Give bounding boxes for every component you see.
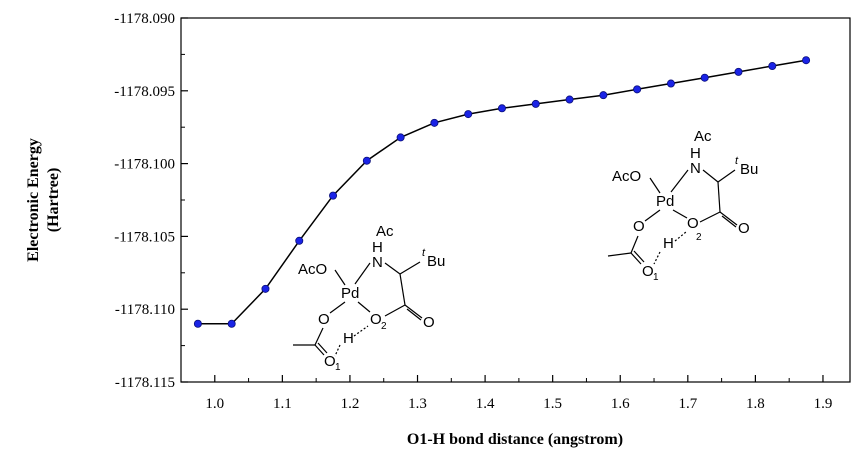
o2-sub-label: 2 bbox=[381, 321, 387, 332]
data-point bbox=[227, 319, 236, 328]
pd-label-2: Pd bbox=[656, 193, 674, 210]
o2-sub-label-2: 2 bbox=[696, 232, 702, 243]
aco-label-2: AcO bbox=[612, 168, 641, 185]
aco-label: AcO bbox=[298, 261, 327, 278]
structure-bonds bbox=[293, 261, 423, 357]
y-tick-label: -1178.110 bbox=[115, 302, 175, 318]
data-point bbox=[430, 118, 439, 127]
y-tick-label: -1178.100 bbox=[114, 157, 175, 173]
data-point bbox=[599, 91, 608, 100]
energy-series-line bbox=[197, 59, 807, 325]
y-axis-title-line1: Electronic Energy bbox=[25, 138, 42, 262]
o1-sub-label-2: 1 bbox=[653, 272, 659, 283]
n-label: N bbox=[372, 254, 383, 271]
data-point bbox=[464, 110, 473, 119]
ac-label: Ac bbox=[376, 223, 394, 240]
y-axis-title-line2: (Hartree) bbox=[45, 168, 62, 233]
y-axis-title: Electronic Energy (Hartree) bbox=[25, 138, 62, 262]
data-point bbox=[329, 191, 338, 200]
x-tick-label: 1.4 bbox=[476, 396, 495, 412]
o1-label-2: O bbox=[642, 263, 654, 280]
tbu-label-2: Bu bbox=[740, 161, 758, 178]
tbu-sup-label: t bbox=[422, 247, 426, 259]
x-tick-label: 1.2 bbox=[341, 396, 360, 412]
o2-label-2: O bbox=[687, 215, 699, 232]
plot-frame bbox=[180, 17, 851, 383]
o-label-2: O bbox=[633, 218, 645, 235]
x-tick-label: 1.6 bbox=[611, 396, 630, 412]
o1-label: O bbox=[324, 353, 336, 370]
data-point bbox=[295, 236, 304, 245]
o-carbonyl-label-2: O bbox=[738, 220, 750, 237]
energy-series-markers bbox=[193, 56, 811, 328]
x-axis-ticks: 1.0 1.1 1.2 1.3 1.4 1.5 1.6 1.7 1.8 1.9 bbox=[180, 375, 833, 412]
data-point bbox=[666, 79, 675, 88]
data-point bbox=[261, 284, 270, 293]
x-tick-label: 1.0 bbox=[205, 396, 224, 412]
ac-label-2: Ac bbox=[694, 128, 712, 145]
y-tick-label: -1178.095 bbox=[114, 84, 175, 100]
h-label: H bbox=[372, 239, 383, 256]
data-point bbox=[633, 85, 642, 94]
h-label-2: H bbox=[690, 145, 701, 162]
structure-lower-left: Ac H N t Bu AcO Pd O O 2 O H O 1 bbox=[293, 223, 445, 373]
structure-upper-right: Ac H N t Bu AcO Pd O O 2 O H O 1 bbox=[607, 128, 758, 283]
data-point bbox=[734, 67, 743, 76]
x-tick-label: 1.9 bbox=[814, 396, 833, 412]
data-point bbox=[565, 95, 574, 104]
tbu-label: Bu bbox=[427, 253, 445, 270]
x-tick-label: 1.3 bbox=[408, 396, 427, 412]
x-tick-label: 1.5 bbox=[543, 396, 562, 412]
data-point bbox=[700, 73, 709, 82]
y-tick-label: -1178.115 bbox=[115, 375, 175, 391]
data-point bbox=[362, 156, 371, 165]
x-tick-label: 1.1 bbox=[273, 396, 292, 412]
data-point bbox=[768, 62, 777, 71]
y-axis-ticks: -1178.090 -1178.095 -1178.100 -1178.105 -117… bbox=[114, 11, 188, 391]
y-tick-label: -1178.105 bbox=[114, 229, 175, 245]
h-bond-label-2: H bbox=[663, 235, 674, 252]
data-point bbox=[802, 56, 811, 65]
o2-label: O bbox=[370, 311, 382, 328]
data-point bbox=[193, 319, 202, 328]
x-axis-title: O1-H bond distance (angstrom) bbox=[407, 431, 623, 448]
structure-bonds-2 bbox=[607, 169, 738, 265]
o1-sub-label: 1 bbox=[335, 362, 341, 373]
data-point bbox=[396, 133, 405, 142]
h-bond-label: H bbox=[343, 330, 354, 347]
pd-label: Pd bbox=[341, 285, 359, 302]
n-label-2: N bbox=[690, 160, 701, 177]
o-label: O bbox=[318, 311, 330, 328]
data-point bbox=[531, 99, 540, 108]
y-tick-label: -1178.090 bbox=[114, 11, 175, 27]
x-tick-label: 1.7 bbox=[678, 396, 697, 412]
o-carbonyl-label: O bbox=[423, 314, 435, 331]
data-point bbox=[497, 104, 506, 113]
x-tick-label: 1.8 bbox=[746, 396, 765, 412]
tbu-sup-label-2: t bbox=[735, 155, 739, 167]
